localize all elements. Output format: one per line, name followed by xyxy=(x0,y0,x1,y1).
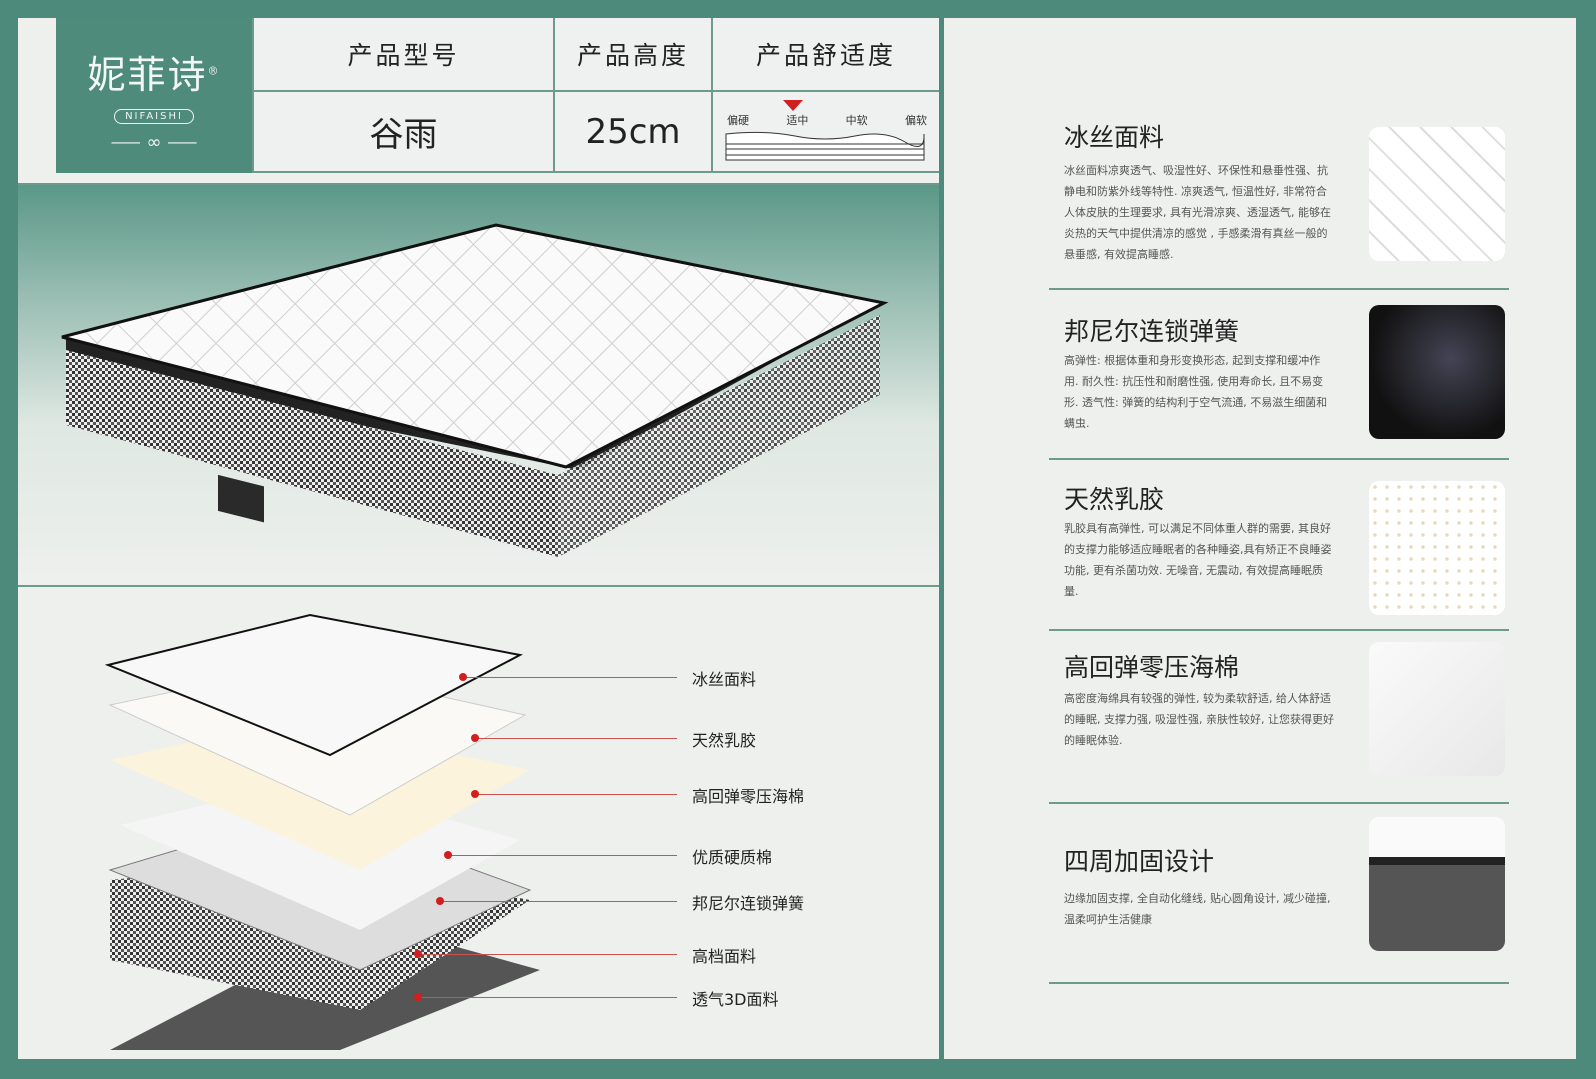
spring-image xyxy=(1369,305,1505,439)
mattress-photo xyxy=(18,183,939,587)
comfort-marker-icon xyxy=(783,100,803,111)
feature-desc: 高弹性: 根据体重和身形变换形态, 起到支撑和缓冲作用. 耐久性: 抗压性和耐磨… xyxy=(1064,354,1328,430)
comfort-scale: 偏硬 适中 中软 偏软 xyxy=(711,92,939,173)
layer-label: 邦尼尔连锁弹簧 xyxy=(692,894,805,913)
layer-marker-dot xyxy=(471,790,479,798)
divider xyxy=(1049,802,1509,804)
layer-marker-dot xyxy=(471,734,479,742)
feature-title: 高回弹零压海棉 xyxy=(1064,653,1240,682)
layer-label: 透气3D面料 xyxy=(692,990,779,1009)
comfort-option: 偏硬 xyxy=(727,114,749,127)
divider xyxy=(1049,629,1509,631)
feature-desc: 边缘加固支撑, 全自动化缝线, 贴心圆角设计, 减少碰撞, 温柔呵护生活健康 xyxy=(1064,892,1331,926)
header-model: 产品型号 xyxy=(252,18,553,92)
height-value: 25cm xyxy=(553,92,711,173)
leader-line xyxy=(418,954,677,955)
layer-diagram xyxy=(104,613,540,1050)
fabric-image xyxy=(1369,127,1505,261)
layer-marker-dot xyxy=(459,673,467,681)
feature-title: 四周加固设计 xyxy=(1064,847,1215,876)
layer-label: 天然乳胶 xyxy=(692,731,757,750)
layer-marker-dot xyxy=(414,950,422,958)
edge-image xyxy=(1369,817,1505,951)
layer-label: 优质硬质棉 xyxy=(692,848,773,867)
divider xyxy=(1049,288,1509,290)
comfort-option-selected: 适中 xyxy=(786,114,809,127)
leader-line xyxy=(475,738,677,739)
ornament-icon: ⸺ ∞ ⸺ xyxy=(110,132,198,153)
feature-title: 天然乳胶 xyxy=(1064,485,1165,514)
brand-logo: 妮菲诗® NIFAISHI ⸺ ∞ ⸺ xyxy=(56,18,252,173)
feature-desc: 乳胶具有高弹性, 可以满足不同体重人群的需要, 其良好的支撑力能够适应睡眠者的各… xyxy=(1064,522,1332,598)
comfort-option: 偏软 xyxy=(904,114,927,127)
feature-title: 冰丝面料 xyxy=(1064,123,1165,152)
registered-mark: ® xyxy=(207,64,221,78)
layer-label: 高回弹零压海棉 xyxy=(692,787,805,806)
divider xyxy=(1049,458,1509,460)
model-value: 谷雨 xyxy=(252,92,553,173)
layer-label: 冰丝面料 xyxy=(692,670,757,689)
feature-title: 邦尼尔连锁弹簧 xyxy=(1064,317,1240,346)
header-height: 产品高度 xyxy=(553,18,711,92)
leader-line xyxy=(448,855,677,856)
layer-marker-dot xyxy=(444,851,452,859)
comfort-option: 中软 xyxy=(845,114,868,127)
leader-line xyxy=(463,677,677,678)
leader-line xyxy=(475,794,677,795)
layer-marker-dot xyxy=(414,993,422,1001)
layer-marker-dot xyxy=(436,897,444,905)
brand-name-en: NIFAISHI xyxy=(114,109,194,124)
leader-line xyxy=(440,901,677,902)
leader-line xyxy=(418,997,677,998)
divider xyxy=(1049,982,1509,984)
brand-name: 妮菲诗 xyxy=(87,53,208,97)
comfort-wave-graphic xyxy=(725,131,925,161)
feature-desc: 冰丝面料凉爽透气、吸湿性好、环保性和悬垂性强、抗静电和防紫外线等特性. 凉爽透气… xyxy=(1064,164,1331,261)
feature-desc: 高密度海绵具有较强的弹性, 较为柔软舒适, 给人体舒适的睡眠, 支撑力强, 吸湿… xyxy=(1064,692,1334,747)
layer-label: 高档面料 xyxy=(692,947,757,966)
latex-image xyxy=(1369,481,1505,615)
header-comfort: 产品舒适度 xyxy=(711,18,939,92)
foam-image xyxy=(1369,642,1505,776)
